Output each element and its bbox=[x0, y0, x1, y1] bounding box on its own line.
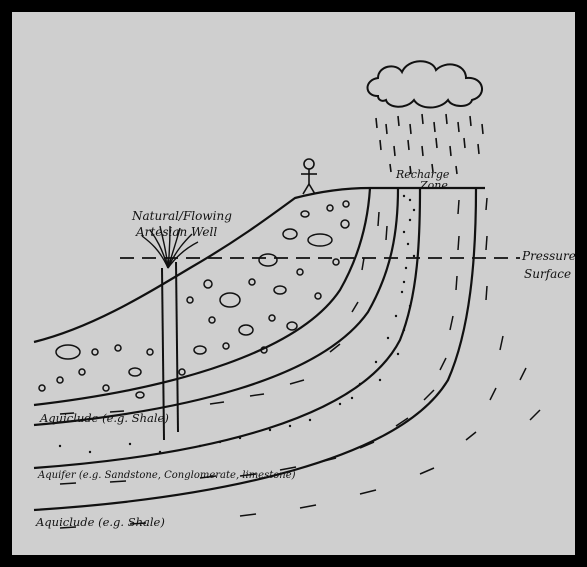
pressure-label-line1: Pressure bbox=[521, 249, 575, 263]
aquifer-label: Aquifer (e.g. Sandstone, Conglomerate, l… bbox=[37, 470, 296, 481]
aquiclude-top-label: Aquiclude (e.g. Shale) bbox=[39, 411, 169, 425]
artesian-well-diagram: Natural/Flowing Artesian Well Recharge Z… bbox=[12, 12, 575, 555]
pressure-label-line2: Surface bbox=[524, 267, 571, 281]
stick-figure bbox=[301, 159, 317, 194]
rain-cloud bbox=[368, 61, 483, 107]
strata-boundaries bbox=[34, 188, 476, 510]
aquiclude-bottom-label: Aquiclude (e.g. Shale) bbox=[35, 515, 165, 529]
well-label-line2: Artesian Well bbox=[135, 225, 217, 239]
rain-drops bbox=[376, 114, 483, 174]
recharge-label-line2: Zone bbox=[419, 179, 448, 192]
well-label-line1: Natural/Flowing bbox=[131, 209, 232, 223]
